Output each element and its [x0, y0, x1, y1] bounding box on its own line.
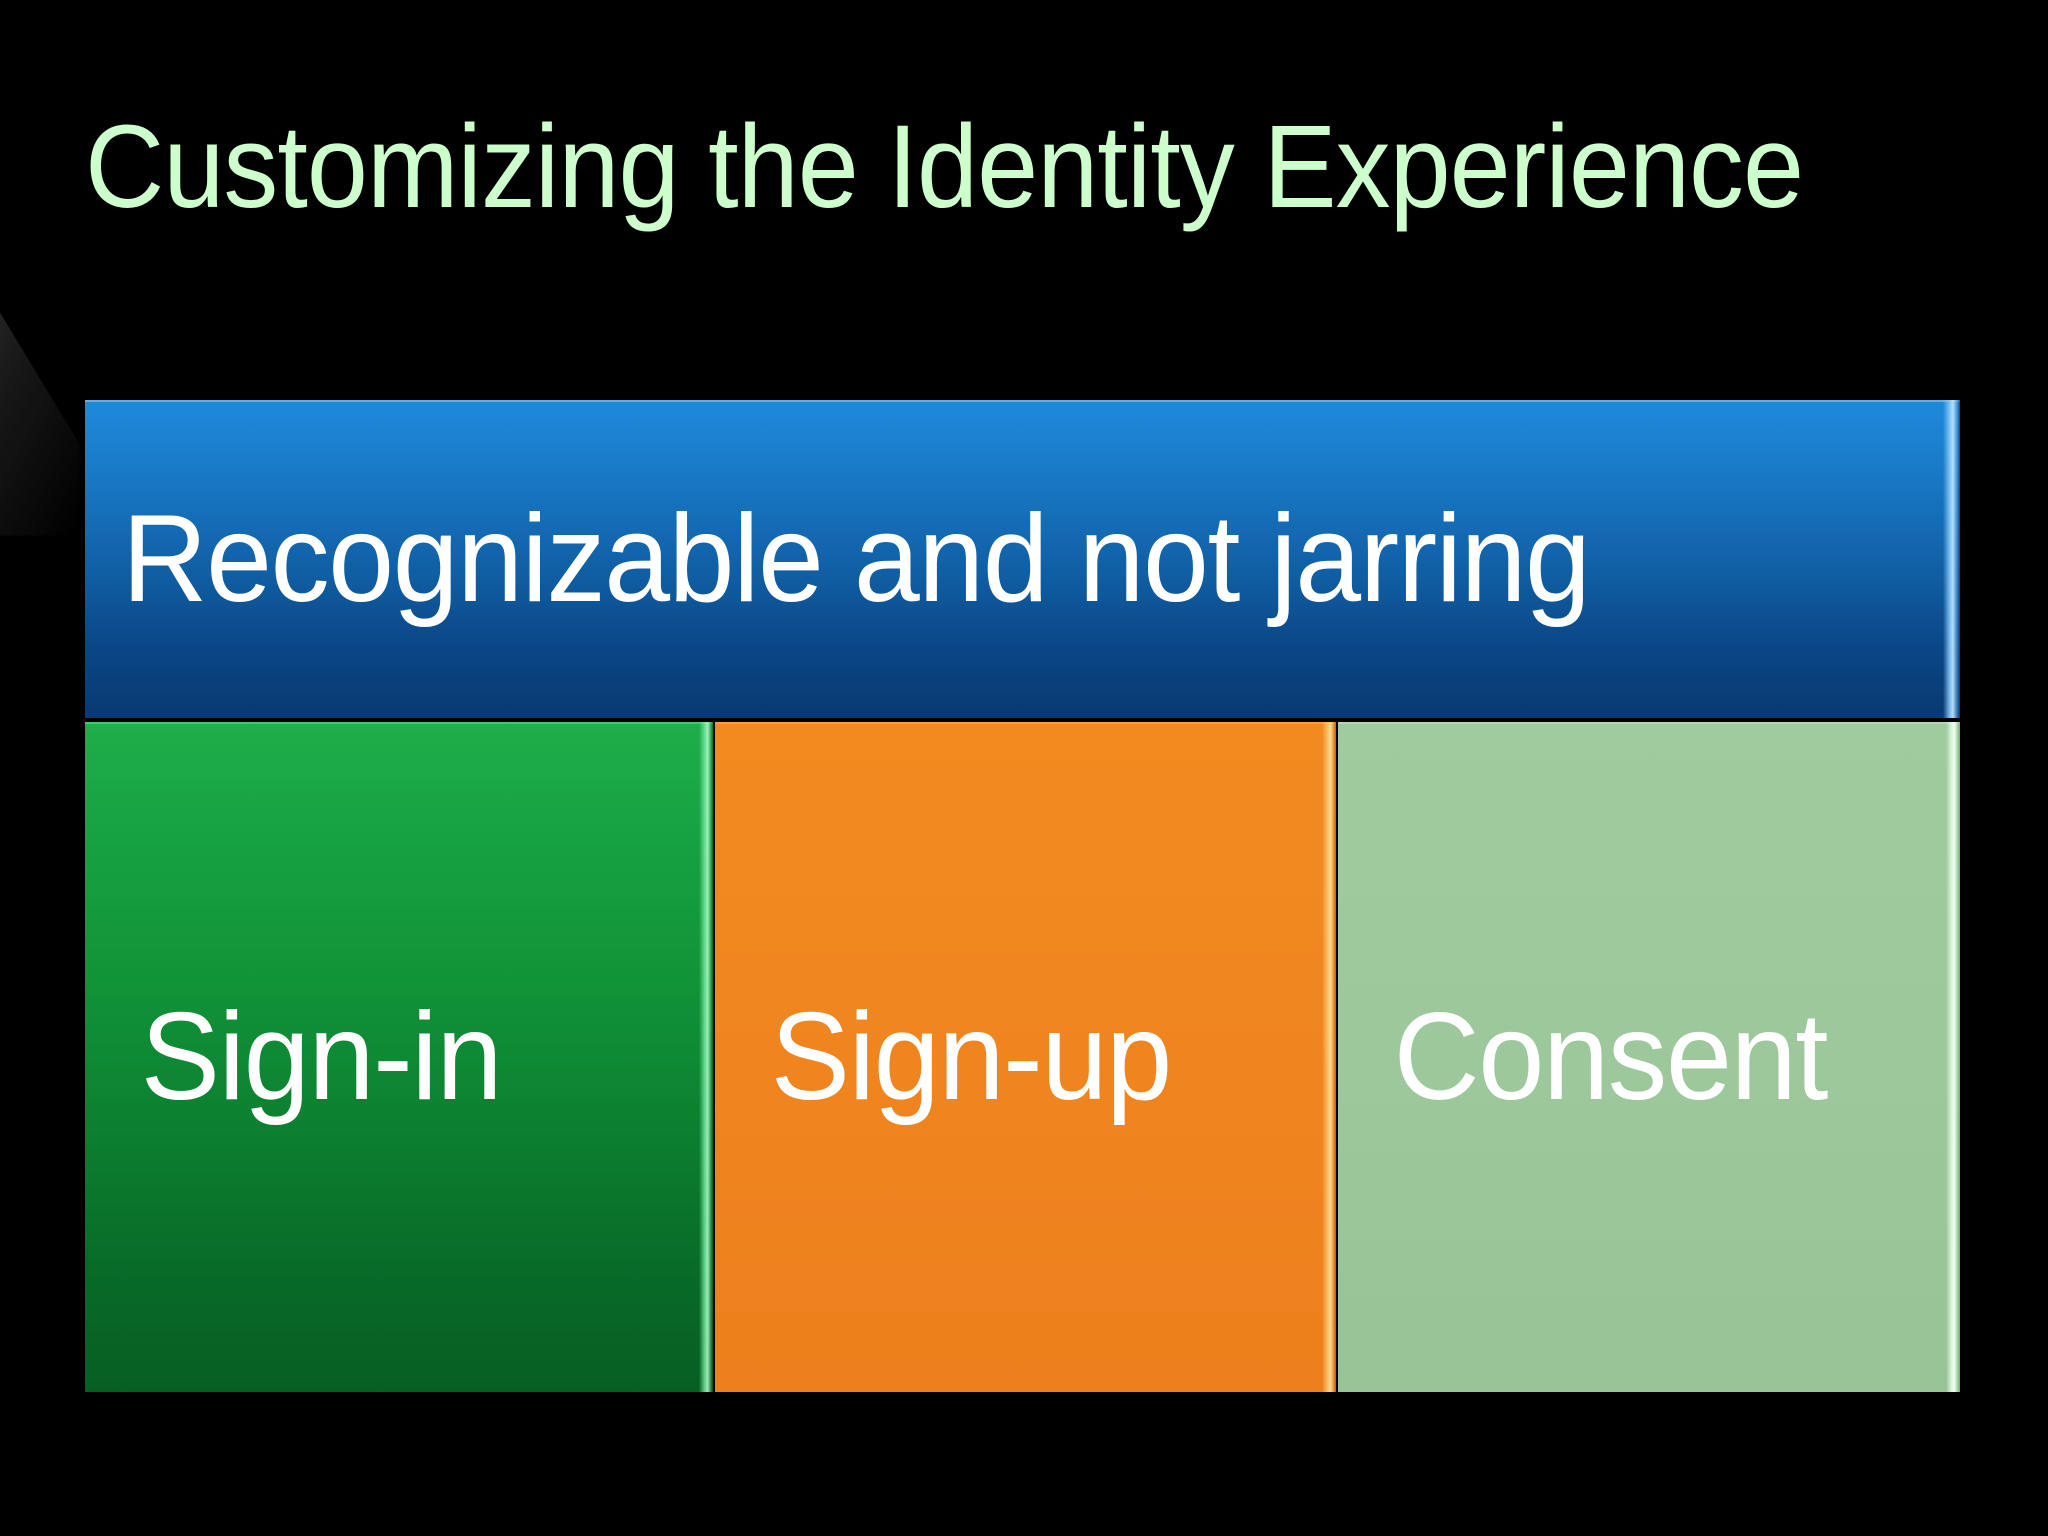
diagram-box-label: Sign-up	[770, 988, 1173, 1126]
diagram-banner-label: Recognizable and not jarring	[122, 490, 1591, 628]
banner-bevel-edge-icon	[1943, 400, 1960, 718]
page-curl-shadow-icon	[0, 296, 80, 536]
diagram-box-label: Sign-in	[140, 988, 503, 1126]
box-bevel-edge-icon	[699, 722, 713, 1392]
diagram-box-consent[interactable]: Consent	[1338, 722, 1960, 1392]
box-bevel-edge-icon	[1322, 722, 1336, 1392]
diagram-box-row: Sign-in Sign-up Consent	[85, 722, 1960, 1392]
smartart-diagram: Recognizable and not jarring Sign-in Sig…	[85, 400, 1960, 1392]
page-title: Customizing the Identity Experience	[85, 101, 1804, 234]
diagram-box-sign-up[interactable]: Sign-up	[715, 722, 1336, 1392]
box-bevel-edge-icon	[1946, 722, 1960, 1392]
diagram-banner-recognizable[interactable]: Recognizable and not jarring	[85, 400, 1960, 718]
diagram-box-label: Consent	[1393, 988, 1829, 1126]
diagram-box-sign-in[interactable]: Sign-in	[85, 722, 713, 1392]
